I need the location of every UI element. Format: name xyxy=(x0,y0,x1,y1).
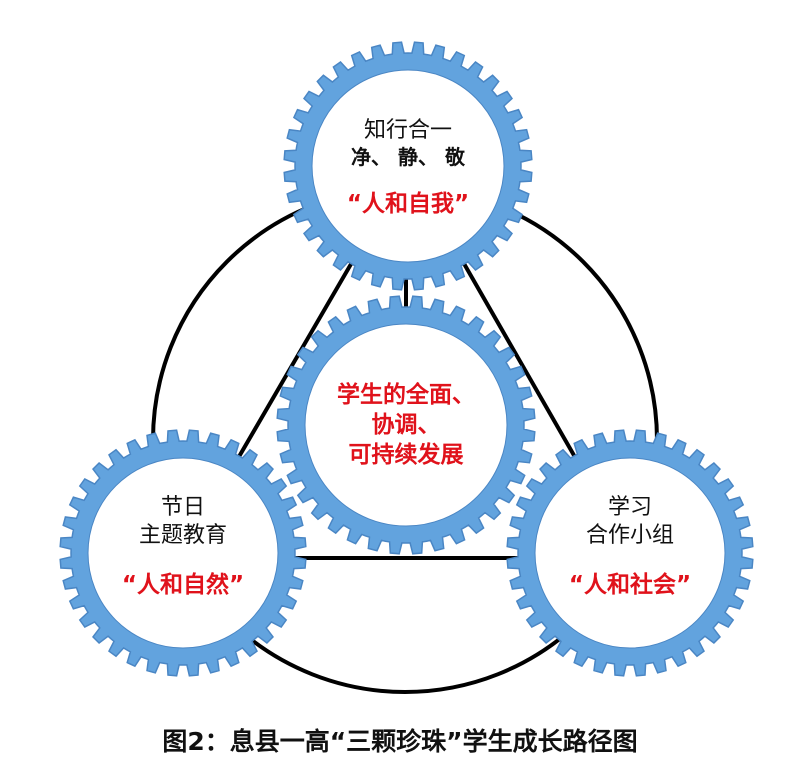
gear-left-line2: 主题教育 xyxy=(138,522,228,548)
gear-right-tag: “人和社会” xyxy=(568,572,692,598)
gear-left-line1: 节日 xyxy=(160,495,206,520)
gear-left-text: 节日 主题教育 “人和自然” xyxy=(122,494,244,600)
gear-right xyxy=(506,429,754,677)
gear-top-tag: “人和自我” xyxy=(346,190,470,217)
gear-center xyxy=(276,295,536,555)
gear-top xyxy=(283,41,533,291)
figure-caption: 图2：息县一高“三颗珍珠”学生成长路径图 xyxy=(162,727,638,756)
gear-left xyxy=(59,429,307,677)
gear-center-line1: 学生的全面、 xyxy=(337,382,475,408)
gear-right-hub xyxy=(534,457,726,649)
gear-right-text: 学习 合作小组 “人和社会” xyxy=(569,494,691,600)
gear-top-hub xyxy=(311,69,505,263)
gear-center-line2: 协调、 xyxy=(371,411,441,438)
gear-top-text: 知行合一 净、 静、 敬 “人和自我” xyxy=(347,117,469,218)
gear-center-hub xyxy=(304,323,508,527)
gear-left-hub xyxy=(87,457,279,649)
gear-right-line2: 合作小组 xyxy=(585,522,675,548)
gear-left-tag: “人和自然” xyxy=(121,572,245,598)
gear-top-line2: 净、 静、 敬 xyxy=(351,144,465,169)
gear-center-text: 学生的全面、 协调、 可持续发展 xyxy=(337,381,475,471)
gear-right-line1: 学习 xyxy=(607,495,653,520)
gear-top-line1: 知行合一 xyxy=(363,118,453,143)
gear-center-line3: 可持续发展 xyxy=(348,441,464,468)
